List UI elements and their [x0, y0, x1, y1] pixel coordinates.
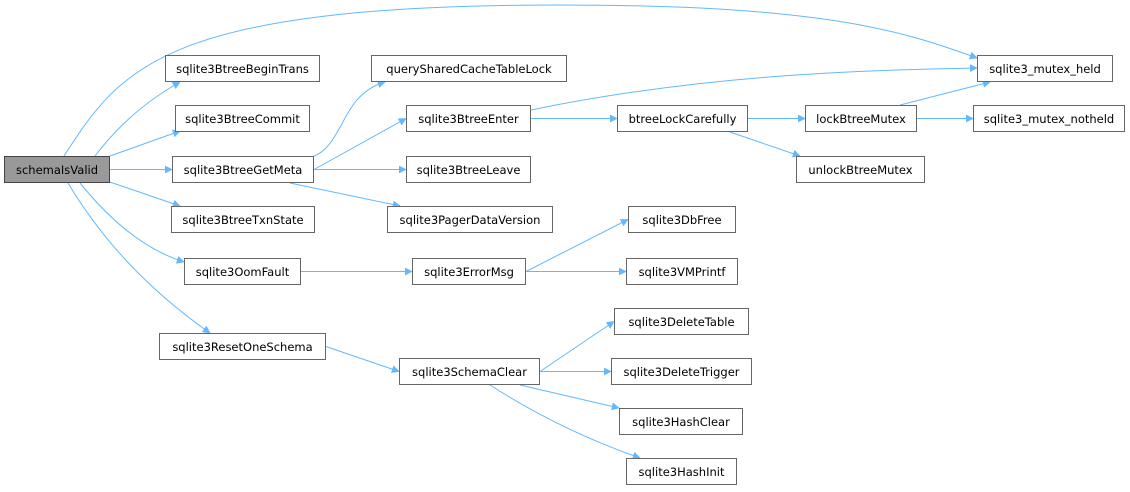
edge-btreeEnter-to-mutexHeld: [530, 64, 978, 111]
node-sqlite3-btree-commit[interactable]: sqlite3BtreeCommit: [175, 105, 310, 132]
edge-resetOneSchema-to-schemaClear: [325, 346, 400, 373]
node-sqlite3-schema-clear[interactable]: sqlite3SchemaClear: [399, 358, 540, 385]
edge-schemaClear-to-deleteTable: [539, 321, 615, 372]
node-sqlite3-btree-begin-trans[interactable]: sqlite3BtreeBeginTrans: [165, 55, 320, 82]
node-sqlite3-btree-get-meta[interactable]: sqlite3BtreeGetMeta: [172, 156, 314, 183]
node-sqlite3-btree-leave[interactable]: sqlite3BtreeLeave: [406, 156, 531, 183]
node-sqlite3-btree-txn-state[interactable]: sqlite3BtreeTxnState: [171, 206, 315, 233]
node-sqlite3-reset-one-schema[interactable]: sqlite3ResetOneSchema: [159, 333, 326, 360]
node-sqlite3-delete-trigger[interactable]: sqlite3DeleteTrigger: [611, 358, 752, 385]
node-unlock-btree-mutex[interactable]: unlockBtreeMutex: [796, 156, 925, 183]
edge-lockBtreeMutex-to-mutexHeld: [899, 79, 991, 106]
edge-errorMsg-to-dbFree: [525, 219, 629, 272]
edge-btreeGetMeta-to-pagerDataVersion: [289, 182, 401, 209]
node-query-shared-cache-table-lock[interactable]: querySharedCacheTableLock: [371, 55, 567, 82]
edge-btreeLockCarefully-to-unlockBtreeMutex: [729, 131, 801, 158]
edge-schemaIsValid-to-btreeTxnState: [109, 181, 181, 208]
edge-schemaClear-to-hashClear: [519, 384, 620, 411]
node-sqlite3-btree-enter[interactable]: sqlite3BtreeEnter: [406, 105, 531, 132]
edge-btreeGetMeta-to-querySharedCacheTableLock: [311, 80, 386, 158]
node-btree-lock-carefully[interactable]: btreeLockCarefully: [617, 105, 748, 132]
node-sqlite3-mutex-notheld[interactable]: sqlite3_mutex_notheld: [973, 105, 1125, 132]
edge-schemaIsValid-to-btreeBeginTrans: [94, 81, 181, 157]
node-sqlite3-vmprintf[interactable]: sqlite3VMPrintf: [626, 258, 738, 285]
edge-btreeGetMeta-to-btreeEnter: [313, 118, 407, 170]
edge-schemaIsValid-to-mutexHeld: [63, 4, 978, 157]
node-sqlite3-mutex-held[interactable]: sqlite3_mutex_held: [977, 55, 1113, 82]
edge-schemaIsValid-to-btreeCommit: [109, 129, 181, 157]
node-sqlite3-db-free[interactable]: sqlite3DbFree: [628, 206, 736, 233]
node-sqlite3-delete-table[interactable]: sqlite3DeleteTable: [614, 308, 749, 335]
node-lock-btree-mutex[interactable]: lockBtreeMutex: [805, 105, 917, 132]
edge-schemaIsValid-to-oomFault: [79, 182, 185, 264]
node-sqlite3-error-msg[interactable]: sqlite3ErrorMsg: [412, 258, 526, 285]
node-sqlite3-hash-clear[interactable]: sqlite3HashClear: [619, 408, 743, 435]
edge-schemaClear-to-hashInit: [489, 384, 641, 460]
node-sqlite3-hash-init[interactable]: sqlite3HashInit: [626, 458, 737, 485]
edge-schemaIsValid-to-resetOneSchema: [67, 182, 211, 334]
node-sqlite3-oom-fault[interactable]: sqlite3OomFault: [184, 258, 301, 285]
node-schema-is-valid[interactable]: schemaIsValid: [4, 156, 110, 183]
node-sqlite3-pager-data-version[interactable]: sqlite3PagerDataVersion: [387, 206, 553, 233]
